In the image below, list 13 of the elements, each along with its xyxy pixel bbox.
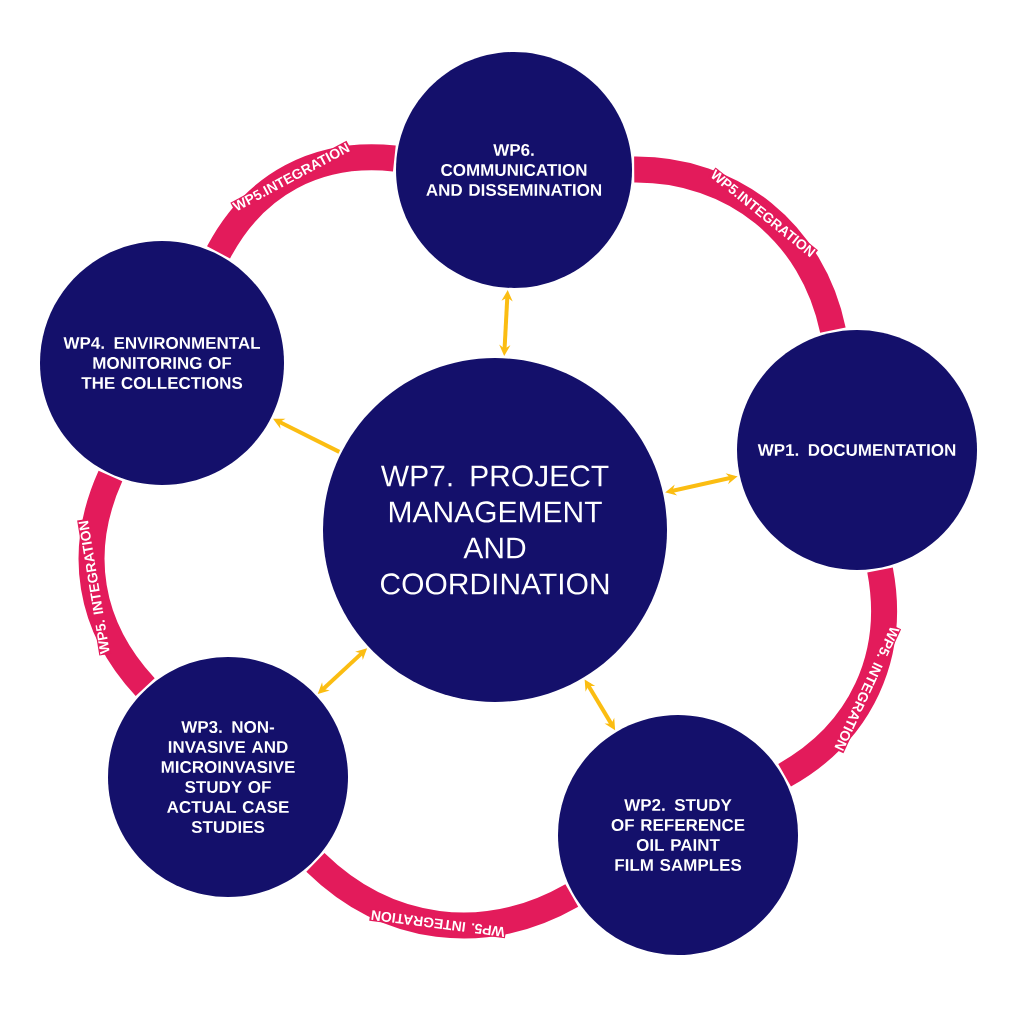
connector-band	[306, 852, 578, 939]
circle-node: WP3. NON-INVASIVE AND MICROINVASIVE STUDY OF ACTUAL CASE STUDIES	[108, 657, 348, 897]
edge-label: WP5. INTEGRATION	[369, 908, 507, 939]
arrow	[273, 418, 341, 454]
connector-band	[78, 471, 156, 696]
circle-node: WP1. DOCUMENTATION	[737, 330, 977, 570]
connector-band	[633, 156, 846, 334]
circle-node: WP6. COMMUNICATION AND DISSEMINATION	[396, 52, 632, 288]
circle-node: WP4. ENVIRONMENTAL MONITORING OF THE COLLECTIONS	[40, 241, 284, 485]
connector-band	[777, 568, 897, 787]
circle-node: WP2. STUDY OF REFERENCE OIL PAINT FILM SAMPLES	[558, 715, 798, 955]
connector-band	[207, 144, 396, 259]
circle-node: WP7. PROJECT MANAGEMENT AND COORDINATION	[323, 358, 667, 702]
